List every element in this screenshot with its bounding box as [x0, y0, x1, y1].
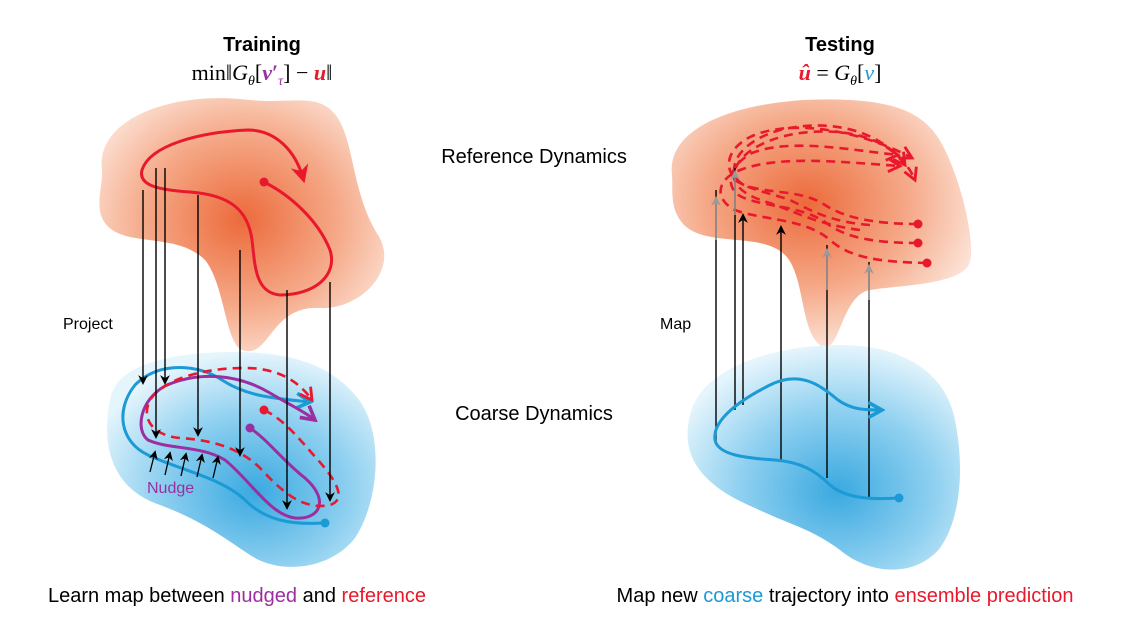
coarse-start-dot-right [894, 493, 904, 503]
reference-dynamics-label: Reference Dynamics [441, 146, 627, 168]
coarse-trajectory-left [121, 366, 324, 525]
ensemble-end-dot-3 [922, 258, 932, 268]
ensemble-trajectories [719, 124, 928, 265]
ensemble-end-dot-2 [913, 238, 923, 248]
testing-title: Testing [805, 34, 875, 56]
coarse-dynamics-label: Coarse Dynamics [455, 403, 613, 425]
map-label: Map [660, 316, 691, 333]
projected-start-dot [259, 405, 269, 415]
projected-reference-trajectory [145, 366, 340, 508]
ensemble-end-dot-1 [913, 219, 923, 229]
training-caption: Learn map between nudged and reference [48, 585, 426, 607]
testing-caption: Map new coarse trajectory into ensemble … [617, 585, 1074, 607]
projection-arrows [138, 168, 335, 510]
coarse-trajectory-right [713, 377, 898, 501]
project-label: Project [63, 316, 113, 333]
mapping-arrows [711, 168, 874, 498]
nudge-arrows [148, 450, 221, 479]
nudged-start-dot [245, 423, 255, 433]
testing-formula: û = Gθ[v] [799, 60, 882, 89]
training-title: Training [223, 34, 301, 56]
coarse-start-dot-left [320, 518, 330, 528]
reference-trajectory [140, 128, 333, 297]
training-formula: min‖Gθ[v′τ] − u‖ [192, 60, 333, 89]
coarse-region-right [687, 345, 960, 570]
nudged-trajectory [139, 374, 321, 520]
reference-region-left [99, 98, 385, 352]
reference-start-dot [259, 177, 269, 187]
training-panel: Training min‖Gθ[v′τ] − u‖ [48, 34, 426, 607]
testing-panel: Testing û = Gθ[v] [617, 34, 1074, 607]
nudge-label: Nudge [147, 480, 194, 497]
coarse-region-left [107, 352, 376, 567]
